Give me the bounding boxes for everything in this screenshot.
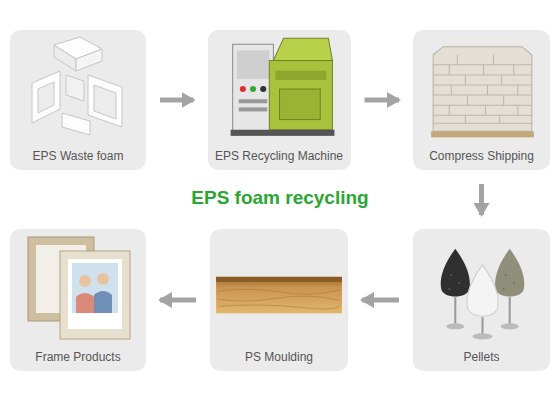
- bales-illustration: [413, 30, 550, 144]
- step-caption: Compress Shipping: [429, 149, 534, 163]
- flow-arrow: [160, 298, 196, 303]
- process-panel: Pellets: [413, 229, 550, 371]
- process-panel: EPS Waste foam: [10, 30, 146, 170]
- step-caption: Frame Products: [35, 350, 120, 364]
- step-caption: EPS Recycling Machine: [215, 149, 343, 163]
- flow-arrow: [362, 298, 399, 303]
- process-panel: Frame Products: [10, 229, 146, 371]
- flow-arrow: [479, 184, 484, 215]
- process-panel: EPS Recycling Machine: [208, 30, 351, 170]
- pellets-illustration: [413, 229, 550, 345]
- process-panel: PS Moulding: [210, 229, 348, 371]
- step-caption: Pellets: [463, 350, 499, 364]
- foam-illustration: [10, 30, 146, 144]
- moulding-illustration: [210, 229, 348, 345]
- frames-illustration: [10, 229, 146, 345]
- step-caption: EPS Waste foam: [33, 149, 124, 163]
- machine-illustration: [208, 30, 351, 144]
- flow-arrow: [365, 98, 400, 103]
- step-caption: PS Moulding: [245, 350, 313, 364]
- process-panel: Compress Shipping: [413, 30, 550, 170]
- flow-arrow: [160, 98, 194, 103]
- diagram-title: EPS foam recycling: [0, 187, 560, 209]
